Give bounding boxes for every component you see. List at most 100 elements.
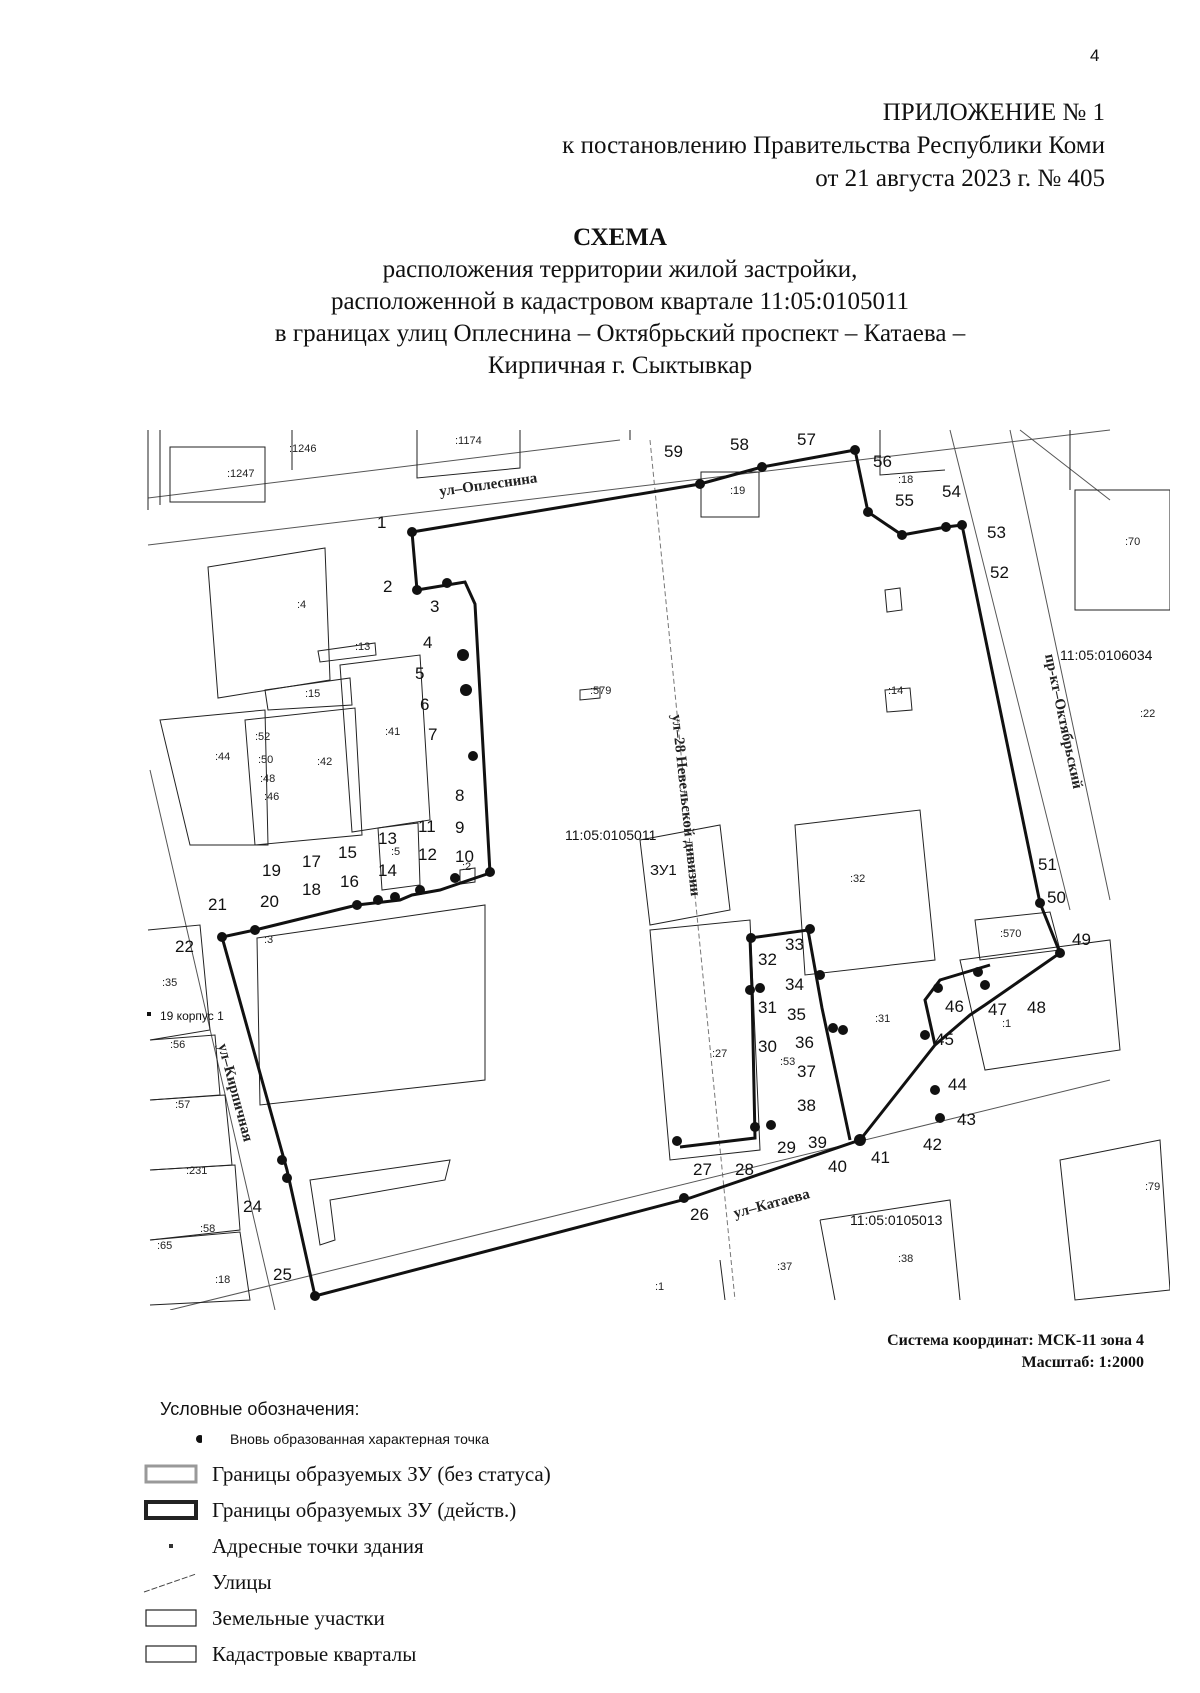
point-22-dot xyxy=(217,932,227,942)
point-32-dot xyxy=(746,933,756,943)
appendix-line-3: от 21 августа 2023 г. № 405 xyxy=(815,165,1105,192)
parcel-label: :4 xyxy=(297,599,306,611)
point-label: 20 xyxy=(260,892,279,911)
point-47a-dot xyxy=(973,967,983,977)
document-title: СХЕМА расположения территории жилой заст… xyxy=(0,222,1200,382)
point-10-dot xyxy=(485,867,495,877)
legend-item: Границы образуемых ЗУ (действ.) xyxy=(140,1496,516,1524)
point-6-dot xyxy=(460,684,472,696)
point-label: 33 xyxy=(785,935,804,954)
point-label: 9 xyxy=(455,818,464,837)
legend-text: Границы образуемых ЗУ (без статуса) xyxy=(212,1461,551,1486)
parcel-label: :58 xyxy=(200,1223,215,1235)
parcel-label: :48 xyxy=(260,773,275,785)
point-label: 17 xyxy=(302,852,321,871)
point-label: 48 xyxy=(1027,998,1046,1017)
point-label: 3 xyxy=(430,597,439,616)
point-label: 43 xyxy=(957,1110,976,1129)
parcel-label: :13 xyxy=(355,641,370,653)
point-11-dot xyxy=(450,873,460,883)
point-label: 26 xyxy=(690,1205,709,1224)
parcel-label: :53 xyxy=(780,1056,795,1068)
quarter-label-q3: 11:05:0105013 xyxy=(850,1212,943,1228)
title-line-3: в границах улиц Оплеснина – Октябрьский … xyxy=(274,320,966,347)
zone-label: ЗУ1 xyxy=(650,862,677,879)
legend-text: Земельные участки xyxy=(212,1605,385,1630)
parcel-label: :15 xyxy=(305,688,320,700)
legend-item: Улицы xyxy=(140,1568,272,1596)
legend-item: Земельные участки xyxy=(140,1604,385,1632)
point-label: 15 xyxy=(338,843,357,862)
point-label: 29 xyxy=(777,1138,796,1157)
point-label: 21 xyxy=(208,895,227,914)
legend-text: Улицы xyxy=(212,1569,272,1594)
parcel-label: :52 xyxy=(255,731,270,743)
point-label: 47 xyxy=(988,1000,1007,1019)
point-label: 59 xyxy=(664,442,683,461)
parcel-labels: :1247 :1246 :1174 :19 :18 :70 :4 :13 :15… xyxy=(157,435,1160,1293)
point-label: 8 xyxy=(455,786,464,805)
appendix-header: ПРИЛОЖЕНИЕ № 1 к постановлению Правитель… xyxy=(562,96,1105,195)
parcel-box-icon xyxy=(140,1606,202,1630)
point-34-dot xyxy=(815,970,825,980)
boundary-points xyxy=(217,445,1065,1301)
point-13-dot xyxy=(415,885,425,895)
point-label: 24 xyxy=(243,1197,262,1216)
quarter-label-q2: 11:05:0106034 xyxy=(1060,647,1153,663)
parcel-label: :79 xyxy=(1145,1181,1160,1193)
point-label: 12 xyxy=(418,845,437,864)
point-label: 34 xyxy=(785,975,804,994)
point-label: 10 xyxy=(455,847,474,866)
parcel-label: :3 xyxy=(264,934,273,946)
parcel-label: :50 xyxy=(258,754,273,766)
parcel-label: :22 xyxy=(1140,708,1155,720)
page-number: 4 xyxy=(1090,46,1100,65)
point-8-dot xyxy=(468,751,478,761)
parcel-label: :1 xyxy=(655,1281,664,1293)
point-label: 25 xyxy=(273,1265,292,1284)
legend-text: Кадастровые кварталы xyxy=(212,1641,417,1666)
quarter-label-q1: 11:05:0105011 xyxy=(565,827,657,843)
point-58-dot xyxy=(757,462,767,472)
point-57-dot xyxy=(850,445,860,455)
parcel-label: :1246 xyxy=(289,443,317,455)
point-54-dot xyxy=(941,522,951,532)
point-26-dot xyxy=(679,1193,689,1203)
point-label: 27 xyxy=(693,1160,712,1179)
point-label: 1 xyxy=(377,513,386,532)
point-label: 5 xyxy=(415,664,424,683)
legend-item: Границы образуемых ЗУ (без статуса) xyxy=(140,1460,551,1488)
bold-boundary-icon xyxy=(140,1498,202,1522)
parcel-label: :18 xyxy=(898,474,913,486)
point-43-dot xyxy=(935,1113,945,1123)
point-label: 14 xyxy=(378,861,397,880)
point-label: 35 xyxy=(787,1005,806,1024)
point-56-dot xyxy=(863,507,873,517)
quarter-labels: 11:05:0105011 11:05:0106034 11:05:010501… xyxy=(160,647,1153,1228)
boundary-outline xyxy=(220,448,1062,1298)
point-33-dot xyxy=(805,924,815,934)
address-point-icon xyxy=(140,1534,202,1558)
legend-item: Кадастровые кварталы xyxy=(140,1640,416,1668)
street-kirpichnaya: ул–Кирпичная xyxy=(214,1042,256,1144)
cadastral-map: 1 2 3 4 5 6 7 8 9 10 11 12 13 14 15 16 1… xyxy=(147,429,1170,1310)
point-29-dot xyxy=(766,1120,776,1130)
point-label: 57 xyxy=(797,430,816,449)
point-55-dot xyxy=(897,530,907,540)
parcel-label: :2 xyxy=(462,861,471,873)
quarter-box-icon xyxy=(140,1642,202,1666)
point-label: 30 xyxy=(758,1037,777,1056)
parcel-label: :42 xyxy=(317,756,332,768)
parcel-label: :44 xyxy=(215,751,230,763)
parcel-label: :570 xyxy=(1000,928,1021,940)
point-14-dot xyxy=(390,892,400,902)
parcel-label: :1174 xyxy=(455,435,482,447)
point-28-dot xyxy=(750,1122,760,1132)
dot-icon xyxy=(140,1427,202,1451)
point-1-dot xyxy=(407,527,417,537)
point-36-dot xyxy=(838,1025,848,1035)
point-19-dot xyxy=(352,900,362,910)
point-20-dot xyxy=(250,925,260,935)
parcel-label: :579 xyxy=(590,685,611,697)
street-line-icon xyxy=(140,1570,202,1594)
